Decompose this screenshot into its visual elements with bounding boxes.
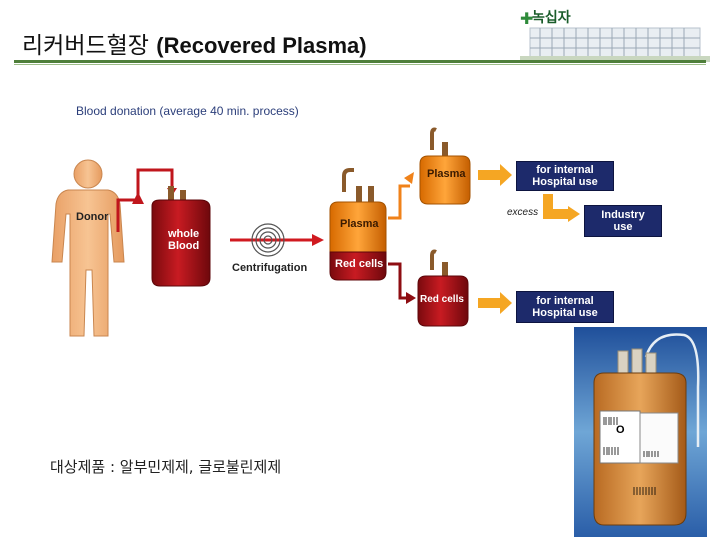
excess-label: excess — [507, 207, 539, 218]
red-cells-output-label: Red cells — [420, 294, 464, 305]
plasma-bag — [419, 127, 471, 205]
plasma-branch-line — [388, 184, 410, 220]
company-building-logo — [520, 6, 710, 62]
donor-tube — [116, 168, 174, 232]
blood-type-label: O — [616, 424, 625, 436]
bag-plasma-label: Plasma — [340, 218, 379, 230]
title-english: (Recovered Plasma) — [156, 33, 367, 58]
whole-blood-label: whole Blood — [168, 228, 200, 252]
plasma-bag-photo — [574, 327, 707, 537]
process-note: Blood donation (average 40 min. process) — [76, 104, 299, 118]
green-cross-icon: ✚ — [520, 9, 534, 28]
tube-arrow-up — [132, 192, 144, 204]
title-underline — [14, 60, 706, 63]
bag-red-cells-label: Red cells — [335, 258, 384, 270]
orange-arrow-hosp1 — [478, 164, 512, 186]
page-title: 리커버드혈장 (Recovered Plasma) — [22, 26, 367, 60]
separated-bag — [329, 168, 387, 281]
orange-arrow-hosp2 — [478, 292, 512, 314]
orange-arrow-industry — [543, 194, 580, 222]
redcells-branch-line — [388, 262, 410, 300]
red-cells-bag — [417, 249, 469, 327]
title-korean: 리커버드혈장 — [22, 33, 149, 59]
title-underline-thin — [14, 64, 706, 65]
plasma-output-label: Plasma — [427, 168, 466, 180]
centrifuge-icon — [251, 223, 285, 257]
logo-text: 녹십자 — [532, 10, 571, 26]
donor-figure — [51, 159, 125, 337]
target-products-text: 대상제품 : 알부민제제, 글로불린제제 — [50, 458, 282, 476]
centrifugation-label: Centrifugation — [232, 262, 308, 274]
donor-label: Donor — [76, 211, 109, 223]
title-bar: 리커버드혈장 (Recovered Plasma) ✚ 녹십자 — [0, 0, 720, 65]
whole-blood-bag — [151, 186, 211, 287]
